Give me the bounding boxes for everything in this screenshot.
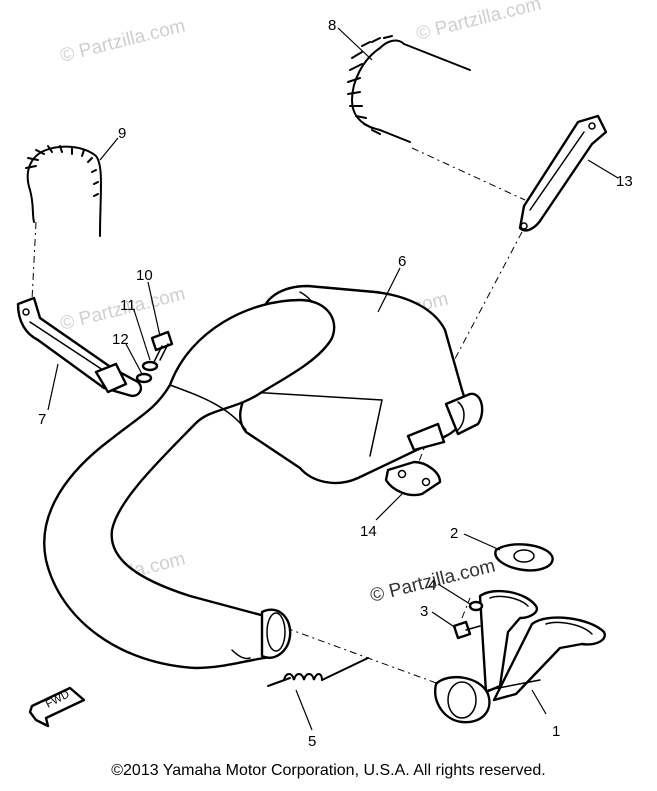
callout-14: 14 [360, 523, 377, 540]
assembly-line-9-7 [31, 221, 37, 301]
copyright-notice: ©2013 Yamaha Motor Corporation, U.S.A. A… [111, 762, 546, 779]
callout-7: 7 [38, 411, 46, 428]
leader-10 [147, 281, 161, 337]
bracket-strap [518, 114, 608, 232]
washer-4 [468, 600, 484, 612]
bolt-3 [452, 620, 481, 640]
callout-6: 6 [398, 253, 406, 270]
leader-2 [463, 533, 501, 551]
rubber-damper [384, 460, 442, 497]
leader-11 [133, 309, 151, 361]
callout-1: 1 [552, 723, 560, 740]
leader-9 [99, 137, 119, 161]
assembly-line-8-13 [411, 147, 526, 201]
gasket [494, 543, 554, 572]
watermark-top-left: © Partzilla.com [58, 16, 187, 67]
assembly-line-3-1 [461, 597, 471, 619]
leader-13 [587, 159, 619, 179]
exhaust-pipe [43, 298, 336, 670]
bolt-washer-set [135, 330, 174, 384]
hanger-bracket [16, 296, 143, 398]
watermark-top-right: © Partzilla.com [414, 0, 543, 45]
leader-12 [125, 343, 143, 375]
leader-8 [337, 27, 373, 61]
spring-8 [347, 35, 471, 143]
callout-11: 11 [120, 297, 136, 314]
leader-lines [47, 27, 619, 731]
assembly-line-13-6 [447, 231, 523, 373]
callout-9: 9 [118, 125, 126, 142]
callout-3: 3 [420, 603, 428, 620]
leader-6 [377, 267, 401, 313]
callout-13: 13 [616, 173, 633, 190]
leader-1 [531, 689, 547, 715]
leader-4 [437, 583, 471, 605]
fwd-arrow: FWD [28, 686, 86, 728]
callout-numbers: 8 9 13 6 10 11 12 7 14 2 4 3 1 5 [38, 17, 633, 750]
callout-8: 8 [328, 17, 336, 34]
leader-14 [375, 493, 403, 521]
callout-2: 2 [450, 525, 458, 542]
callout-10: 10 [136, 267, 153, 284]
spring-5 [267, 657, 369, 687]
leader-3 [431, 611, 457, 629]
callout-4: 4 [428, 577, 436, 594]
callout-12: 12 [112, 331, 129, 348]
leader-7 [47, 363, 59, 411]
leader-5 [295, 689, 313, 731]
callout-5: 5 [308, 733, 316, 750]
manifold-joint [434, 589, 606, 724]
spring-9 [25, 145, 102, 237]
